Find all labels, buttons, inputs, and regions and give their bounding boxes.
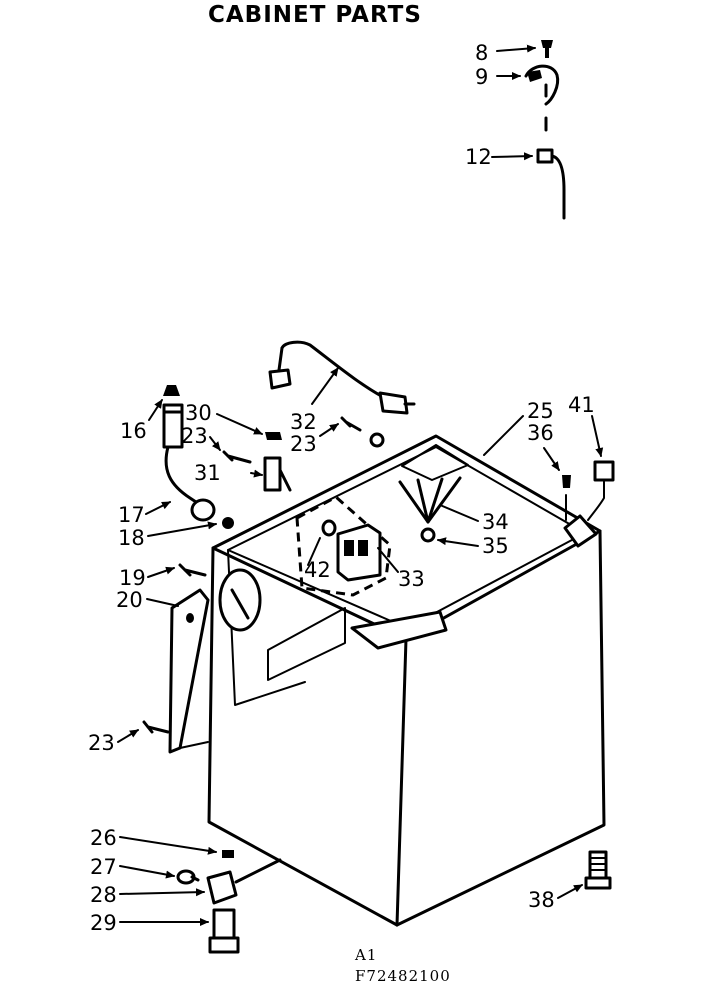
part-8-screw bbox=[541, 40, 553, 58]
part-18-grommet bbox=[190, 498, 234, 529]
part-12-power-cord bbox=[536, 148, 566, 220]
part-30-clip bbox=[265, 432, 282, 440]
part-41-switch bbox=[587, 460, 615, 521]
footer-code-line2: F72482100 bbox=[355, 967, 451, 985]
mounting-disc bbox=[218, 568, 262, 632]
part-28-leg-bracket bbox=[206, 858, 282, 905]
callout-29: 29 bbox=[90, 911, 117, 935]
part-38-rear-leg bbox=[584, 850, 612, 890]
callout-30: 30 bbox=[185, 401, 212, 425]
part-20-panel bbox=[168, 588, 210, 754]
callout-42: 42 bbox=[304, 558, 331, 582]
part-19-screw bbox=[178, 563, 207, 577]
callout-9: 9 bbox=[475, 65, 488, 89]
part-26-washer bbox=[222, 850, 234, 858]
leader-lines bbox=[117, 44, 604, 926]
callout-19: 19 bbox=[119, 566, 146, 590]
callout-33: 33 bbox=[398, 567, 425, 591]
part-32-hose bbox=[268, 340, 416, 415]
footer-code-line1: A1 bbox=[354, 946, 377, 964]
part-33-timer-group bbox=[295, 495, 392, 597]
part-23-screw-lower bbox=[142, 720, 170, 734]
callout-36: 36 bbox=[527, 421, 554, 445]
page-title: CABINET PARTS bbox=[208, 2, 422, 28]
callout-20: 20 bbox=[116, 588, 143, 612]
part-17-fill-hose bbox=[162, 403, 207, 510]
callout-38: 38 bbox=[528, 888, 555, 912]
part-29-leveling-leg bbox=[208, 908, 240, 954]
callout-23-b: 23 bbox=[290, 432, 317, 456]
cabinet-body bbox=[207, 434, 606, 927]
callout-34: 34 bbox=[482, 510, 509, 534]
callout-23-a: 23 bbox=[181, 424, 208, 448]
callout-31: 31 bbox=[194, 461, 221, 485]
callout-41: 41 bbox=[568, 393, 595, 417]
callout-23-c: 23 bbox=[88, 731, 115, 755]
callout-labels: 8 9 12 16 30 23 32 23 25 41 36 31 17 18 … bbox=[88, 41, 595, 935]
callout-8: 8 bbox=[475, 41, 488, 65]
callout-25: 25 bbox=[527, 399, 554, 423]
callout-16: 16 bbox=[120, 419, 147, 443]
part-34-suspension bbox=[398, 476, 462, 543]
callout-18: 18 bbox=[118, 526, 145, 550]
callout-26: 26 bbox=[90, 826, 117, 850]
callout-35: 35 bbox=[482, 534, 509, 558]
part-9-clamp bbox=[524, 64, 560, 106]
part-16-cap bbox=[163, 385, 180, 396]
part-27-screw bbox=[176, 869, 200, 885]
callout-28: 28 bbox=[90, 883, 117, 907]
part-23-screw-top-mid bbox=[340, 416, 385, 448]
callout-12: 12 bbox=[465, 145, 492, 169]
callout-17: 17 bbox=[118, 503, 145, 527]
callout-27: 27 bbox=[90, 855, 117, 879]
callout-32: 32 bbox=[290, 410, 317, 434]
part-23-screw-top-left bbox=[222, 450, 252, 464]
part-31-bracket bbox=[263, 456, 292, 492]
